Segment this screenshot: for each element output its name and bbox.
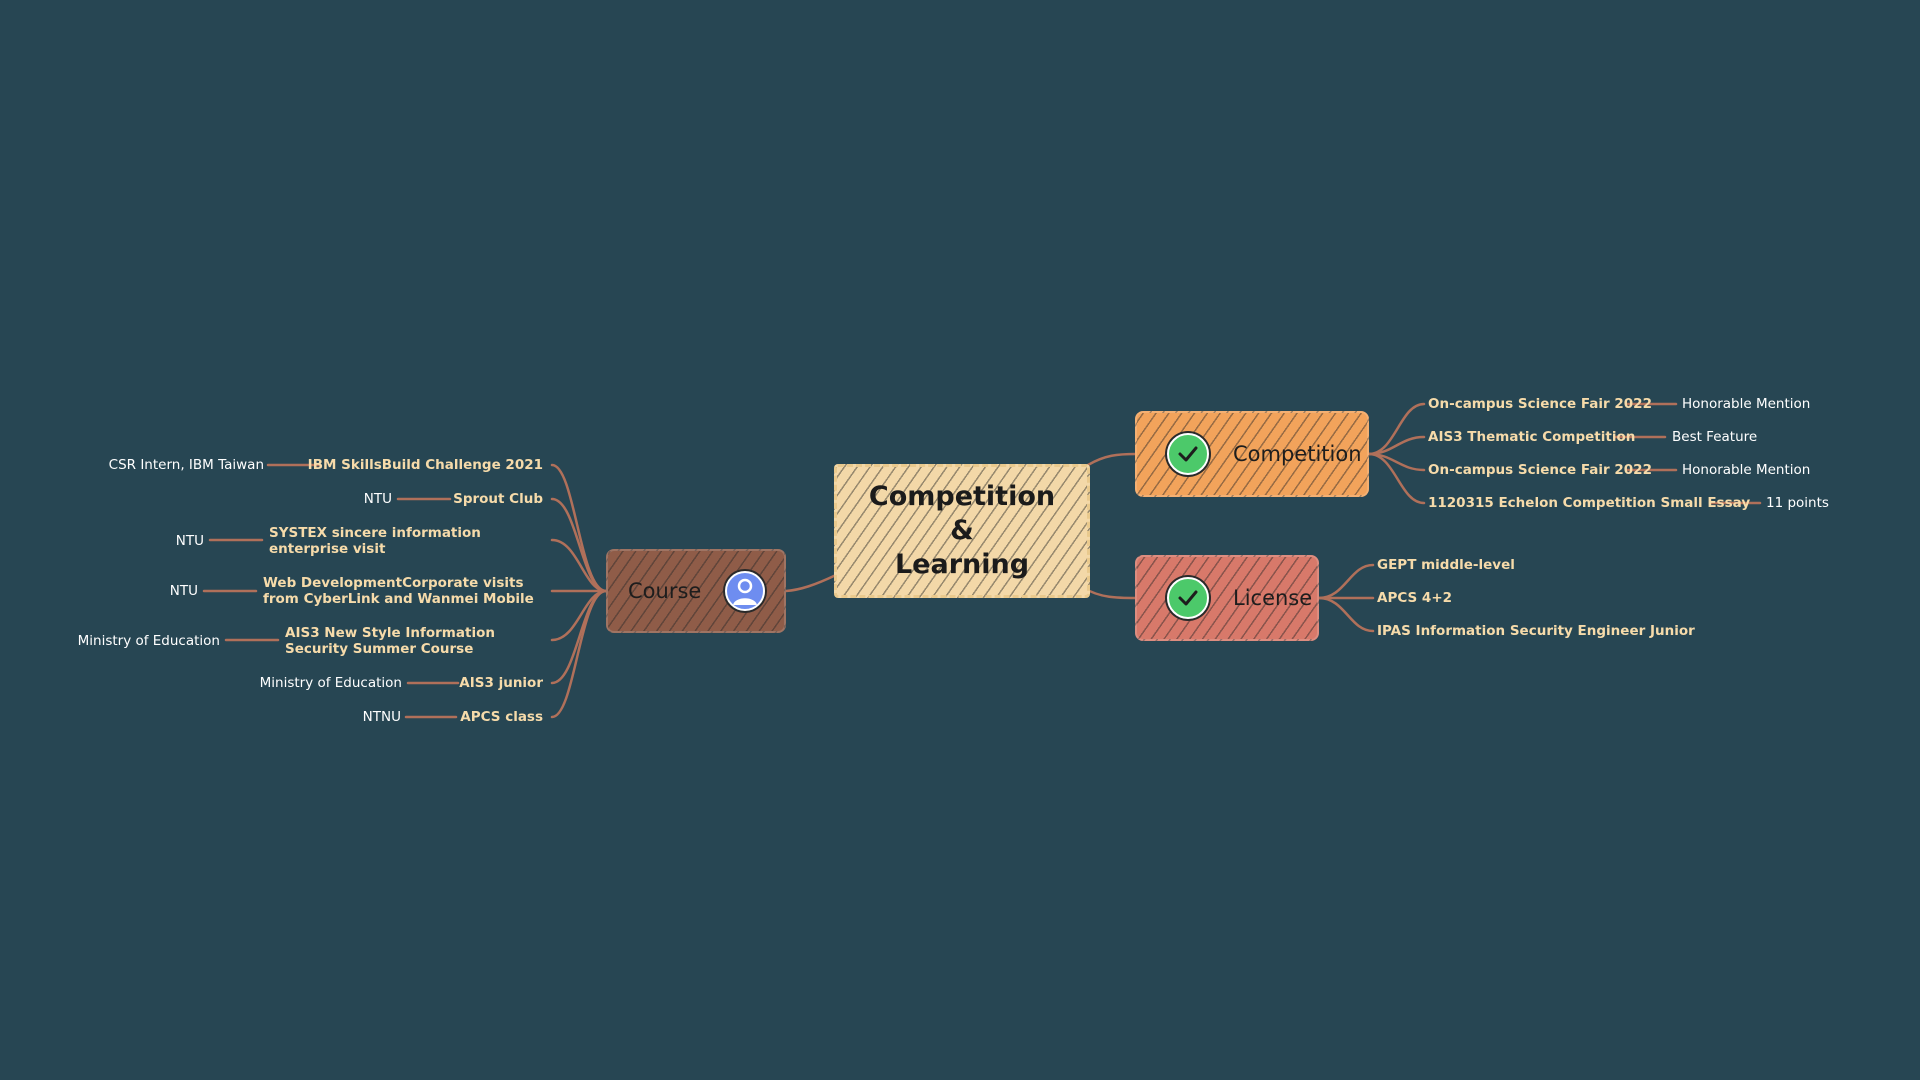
course-item-title[interactable]: IBM SkillsBuild Challenge 2021 [307, 457, 543, 473]
connector-course-2 [550, 497, 608, 593]
competition-item-title[interactable]: 1120315 Echelon Competition Small Essay [1428, 495, 1751, 511]
connector-course-5 [550, 589, 608, 642]
course-item-org: NTU [169, 583, 198, 599]
competition-item-title[interactable]: On-campus Science Fair 2022 [1428, 462, 1652, 478]
competition-topic-label: Competition [1233, 442, 1362, 466]
license-item-title[interactable]: IPAS Information Security Engineer Junio… [1377, 623, 1695, 639]
competition-item-result: 11 points [1766, 495, 1829, 511]
course-item-org: NTU [175, 533, 204, 549]
course-item-org: NTNU [362, 709, 401, 725]
license-topic-node[interactable]: License [1135, 555, 1319, 641]
course-topic-node[interactable]: Course [606, 549, 786, 633]
connector-course-7 [550, 589, 608, 719]
course-item-title[interactable]: APCS class [460, 709, 543, 725]
course-item-title[interactable]: Web DevelopmentCorporate visits from Cyb… [263, 575, 534, 607]
course-item-org: NTU [363, 491, 392, 507]
competition-topic-node[interactable]: Competition [1135, 411, 1369, 497]
connector-competition-4 [1367, 452, 1426, 505]
connector-center-license [1082, 586, 1138, 600]
check-circle-icon [1167, 433, 1209, 475]
competition-item-result: Best Feature [1672, 429, 1758, 445]
course-item-title[interactable]: Sprout Club [453, 491, 543, 507]
competition-item-title[interactable]: On-campus Science Fair 2022 [1428, 396, 1652, 412]
course-item-title[interactable]: SYSTEX sincere information enterprise vi… [269, 525, 481, 557]
connector-license-1 [1317, 563, 1375, 600]
connector-course-1 [550, 463, 608, 593]
user-avatar-icon [725, 571, 766, 611]
connector-license-3 [1317, 596, 1375, 633]
license-topic-label: License [1233, 586, 1313, 610]
competition-item-result: Honorable Mention [1682, 462, 1811, 478]
central-topic-node[interactable]: Competition & Learning [834, 464, 1090, 598]
license-item-title[interactable]: APCS 4+2 [1377, 590, 1453, 606]
competition-item-title[interactable]: AIS3 Thematic Competition [1428, 429, 1636, 445]
check-circle-icon [1167, 577, 1209, 619]
course-item-org: CSR Intern, IBM Taiwan [108, 457, 264, 473]
course-item-title[interactable]: AIS3 New Style Information Security Summ… [285, 625, 495, 657]
course-topic-label: Course [628, 579, 702, 603]
competition-item-result: Honorable Mention [1682, 396, 1811, 412]
license-item-title[interactable]: GEPT middle-level [1377, 557, 1515, 573]
connector-course-3 [550, 538, 608, 593]
course-item-org: Ministry of Education [77, 633, 220, 649]
course-item-title[interactable]: AIS3 junior [459, 675, 543, 691]
course-item-org: Ministry of Education [259, 675, 402, 691]
connector-center-competition [1086, 452, 1138, 467]
central-topic-title: Competition & Learning [868, 481, 1056, 580]
connector-center-course [784, 573, 838, 593]
